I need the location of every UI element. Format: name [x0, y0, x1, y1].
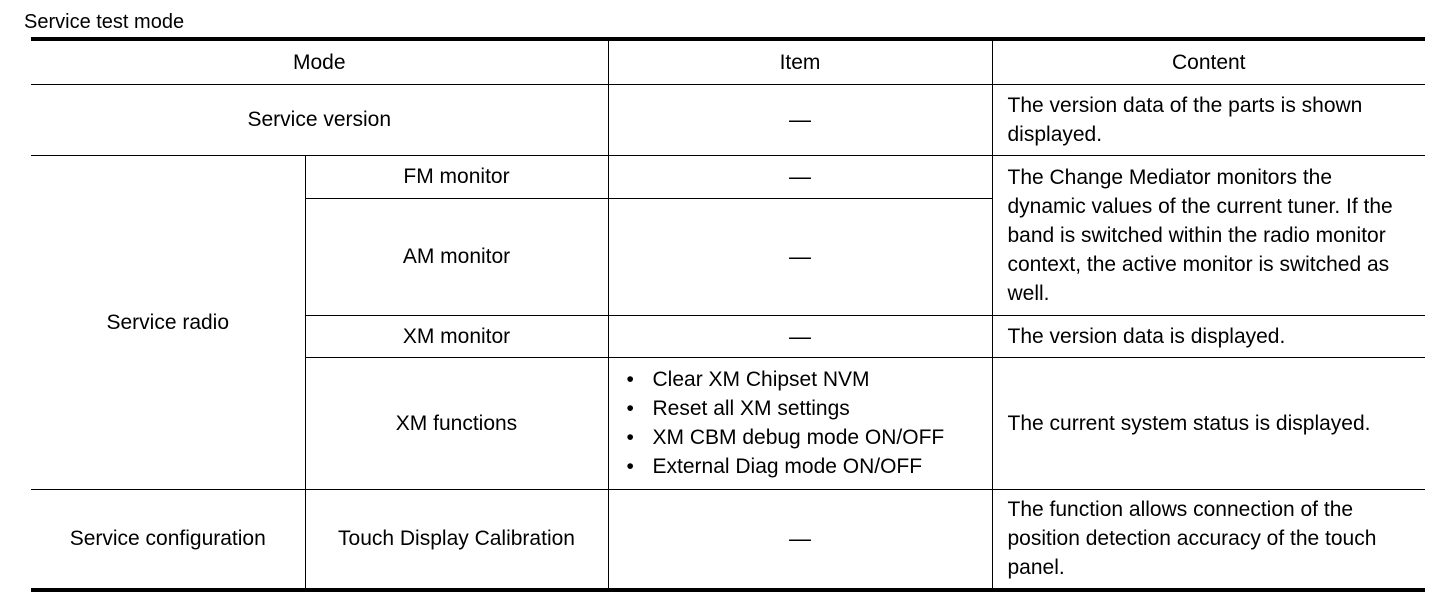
table-row: XM monitor — The version data is display…: [31, 314, 1425, 358]
table-row: AM monitor —: [31, 197, 1425, 316]
item-xm-functions: • Clear XM Chipset NVM • Reset all XM sett…: [607, 356, 993, 490]
content-service-version: The version data of the parts is shown d…: [991, 83, 1425, 156]
item-xm-monitor: —: [607, 314, 993, 358]
bullet-glyph: •: [626, 426, 634, 449]
header-content: Content: [991, 37, 1425, 85]
content-touch-display-calibration: The function allows connection of the po…: [991, 488, 1425, 592]
bullet-glyph: •: [626, 397, 634, 420]
bullet-glyph: •: [626, 368, 634, 391]
submode-xm-monitor: XM monitor: [305, 314, 609, 358]
bullet-glyph: •: [626, 455, 634, 478]
list-item: • External Diag mode ON/OFF: [627, 452, 978, 481]
list-item-text: Reset all XM settings: [652, 397, 850, 420]
item-touch-display-calibration: —: [607, 488, 993, 592]
item-am-monitor: —: [607, 197, 992, 316]
table-row: XM functions • Clear XM Chipset NVM • Rese…: [31, 356, 1425, 490]
submode-xm-functions: XM functions: [305, 356, 609, 490]
list-item-text: External Diag mode ON/OFF: [652, 455, 923, 478]
item-service-version: —: [607, 83, 993, 156]
mode-service-radio: Service radio: [31, 154, 306, 490]
list-item-text: Clear XM Chipset NVM: [652, 368, 870, 391]
list-item: • Reset all XM settings: [627, 394, 978, 423]
content-xm-functions: The current system status is displayed.: [991, 356, 1425, 490]
header-row: Mode Item Content: [31, 37, 1425, 85]
header-mode: Mode: [31, 37, 609, 85]
content-radio-monitor: The Change Mediator monitors the dynamic…: [991, 154, 1425, 316]
table-row: Service radio FM monitor — The Change Me…: [31, 154, 1425, 490]
xm-functions-list: • Clear XM Chipset NVM • Reset all XM sett…: [623, 365, 978, 481]
mode-service-configuration: Service configuration: [31, 488, 306, 592]
item-fm-monitor: —: [607, 154, 993, 199]
service-test-mode-table: Mode Item Content Service version — The …: [31, 37, 1425, 592]
list-item: • XM CBM debug mode ON/OFF: [627, 423, 978, 452]
list-item: • Clear XM Chipset NVM: [627, 365, 978, 394]
header-item: Item: [607, 37, 993, 85]
mode-service-version: Service version: [31, 83, 609, 156]
submode-touch-display-calibration: Touch Display Calibration: [304, 488, 609, 592]
table-row: Service version — The version data of th…: [31, 83, 1425, 156]
table-row: Service configuration Touch Display Cali…: [31, 488, 1425, 592]
content-xm-monitor: The version data is displayed.: [991, 314, 1425, 358]
table-caption: Service test mode: [24, 11, 185, 33]
submode-fm-monitor: FM monitor: [304, 154, 609, 199]
list-item-text: XM CBM debug mode ON/OFF: [652, 426, 945, 449]
submode-am-monitor: AM monitor: [305, 197, 609, 316]
